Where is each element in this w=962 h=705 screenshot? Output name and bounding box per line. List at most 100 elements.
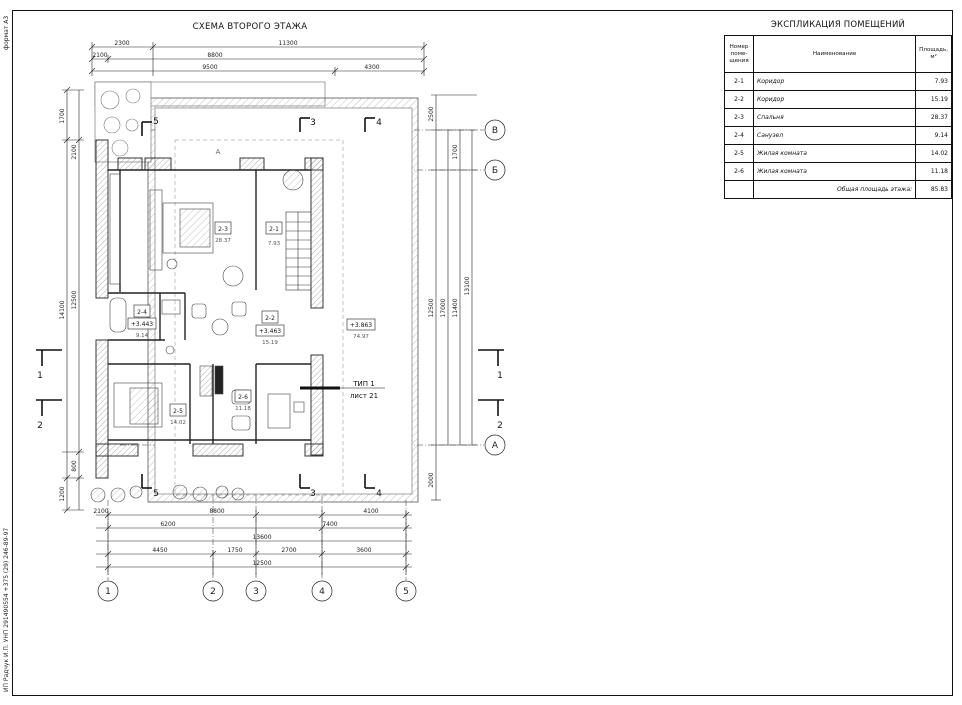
level-mark: +3.863 — [350, 322, 372, 329]
top-dimension-values: 2300 11300 2100 8800 9500 4300 — [92, 40, 379, 71]
axis-bubble-labels: 1 2 3 4 5 В Б А — [105, 126, 499, 597]
room-id: 2-6 — [238, 394, 248, 401]
header-area: Площадь, м² — [915, 35, 952, 73]
section-4-top: 4 — [376, 118, 382, 128]
section-5-bottom: 5 — [153, 489, 159, 499]
room-area: 28.37 — [215, 238, 231, 244]
table-row: 2-2 Коридор 15.19 — [724, 90, 952, 109]
explication-table: ЭКСПЛИКАЦИЯ ПОМЕЩЕНИЙ Номер поме- щения … — [724, 16, 952, 199]
section-3-bottom: 3 — [310, 489, 316, 499]
axis-label-v: В — [492, 126, 498, 136]
dim-text: 2700 — [281, 547, 296, 554]
dim-text: 2000 — [428, 472, 435, 487]
room-area: 15.19 — [262, 340, 278, 346]
room-area: 11.18 — [235, 406, 251, 412]
dim-text: 1700 — [452, 144, 459, 159]
dim-text: 12500 — [252, 560, 271, 567]
left-dimension-lines — [62, 86, 84, 514]
node-type: ТИП 1 — [352, 380, 374, 388]
room-area: 14.02 — [170, 420, 186, 426]
dim-text: 2100 — [92, 52, 107, 59]
dim-text: 3600 — [356, 547, 371, 554]
room-id: 2-3 — [218, 226, 228, 233]
dim-text: 17000 — [440, 298, 447, 317]
header-number: Номер поме- щения — [724, 35, 754, 73]
table-row: 2-3 Спальня 28.37 — [724, 108, 952, 127]
walls — [95, 139, 324, 479]
dim-text: 11300 — [278, 40, 297, 47]
top-dimension-lines — [88, 42, 428, 76]
section-1-right: 1 — [497, 371, 503, 381]
terrace — [147, 97, 419, 503]
room-id: 2-5 — [173, 408, 183, 415]
sheet-frame — [12, 10, 953, 696]
axis-bubbles — [97, 119, 506, 602]
section-4-bottom: 4 — [376, 489, 382, 499]
axis-label-1: 1 — [105, 587, 111, 597]
dim-text: 14100 — [59, 300, 66, 319]
dim-text: 4450 — [152, 547, 167, 554]
left-dimension-values: 1700 2100 14100 12500 800 1200 — [59, 108, 78, 501]
axis-label-b: Б — [492, 166, 498, 176]
dim-text: 7400 — [322, 521, 337, 528]
axis-a-mark: А — [216, 148, 221, 156]
dim-text: 13100 — [464, 276, 471, 295]
section-mark-lines — [36, 117, 504, 489]
stairs — [285, 211, 312, 291]
furniture — [90, 169, 305, 503]
dim-text: 1200 — [59, 486, 66, 501]
room-id: 2-2 — [265, 315, 275, 322]
dim-text: 12500 — [71, 290, 78, 309]
total-row: Общая площадь этажа: 85.83 — [724, 180, 952, 199]
dim-text: 2100 — [71, 144, 78, 159]
explication-title: ЭКСПЛИКАЦИЯ ПОМЕЩЕНИЙ — [770, 20, 906, 30]
axis-label-4: 4 — [319, 587, 325, 597]
room-area: 7.93 — [268, 241, 281, 247]
right-dimension-values: 2500 1700 12500 17000 11400 13100 2000 — [428, 106, 471, 487]
table-row: 2-1 Коридор 7.93 — [724, 72, 952, 91]
axis-label-3: 3 — [253, 587, 259, 597]
dim-text: 1700 — [59, 108, 66, 123]
dim-text: 8800 — [209, 508, 224, 515]
dim-text: 9500 — [202, 64, 217, 71]
node-callout: ТИП 1 лист 21 — [300, 380, 385, 400]
section-2-right: 2 — [497, 421, 503, 431]
dim-text: 2300 — [114, 40, 129, 47]
terrace-area: 74.97 — [353, 334, 369, 340]
dim-text: 2500 — [428, 106, 435, 121]
dim-text: 12500 — [428, 298, 435, 317]
room-id: 2-1 — [269, 226, 279, 233]
dim-text: 800 — [71, 460, 78, 472]
dim-text: 4100 — [363, 508, 378, 515]
table-row: 2-6 Жилая комната 11.18 — [724, 162, 952, 181]
room-id: 2-4 — [137, 309, 147, 316]
axis-label-5: 5 — [403, 587, 409, 597]
level-marks: +3.443 +3.463 +3.863 74.97 — [127, 317, 376, 340]
section-5-top: 5 — [153, 117, 159, 127]
room-area: 9.14 — [136, 333, 149, 339]
axis-label-a: А — [492, 441, 499, 451]
dim-text: 2100 — [93, 508, 108, 515]
section-mark-labels: 1 2 1 2 5 5 3 3 4 4 А — [37, 117, 503, 499]
axis-label-2: 2 — [210, 587, 216, 597]
plan-title: СХЕМА ВТОРОГО ЭТАЖА — [192, 22, 308, 32]
section-1-left: 1 — [37, 371, 43, 381]
table-row: 2-4 Санузел 9.14 — [724, 126, 952, 145]
dim-text: 6200 — [160, 521, 175, 528]
table-row: 2-5 Жилая комната 14.02 — [724, 144, 952, 163]
dim-text: 1750 — [227, 547, 242, 554]
dim-text: 8800 — [207, 52, 222, 59]
dim-text: 13600 — [252, 534, 271, 541]
level-mark: +3.443 — [131, 321, 153, 328]
level-mark: +3.463 — [259, 328, 281, 335]
node-sheet: лист 21 — [350, 392, 378, 400]
room-labels: 2-1 7.93 2-2 15.19 2-3 28.37 2-4 9.14 2-… — [133, 221, 283, 426]
bottom-dimension-values: 2100 8800 4100 6200 7400 13600 4450 1750… — [93, 508, 378, 567]
section-2-left: 2 — [37, 421, 43, 431]
dim-text: 4300 — [364, 64, 379, 71]
header-name: Наименование — [752, 35, 917, 73]
section-3-top: 3 — [310, 118, 316, 128]
dim-text: 11400 — [452, 298, 459, 317]
